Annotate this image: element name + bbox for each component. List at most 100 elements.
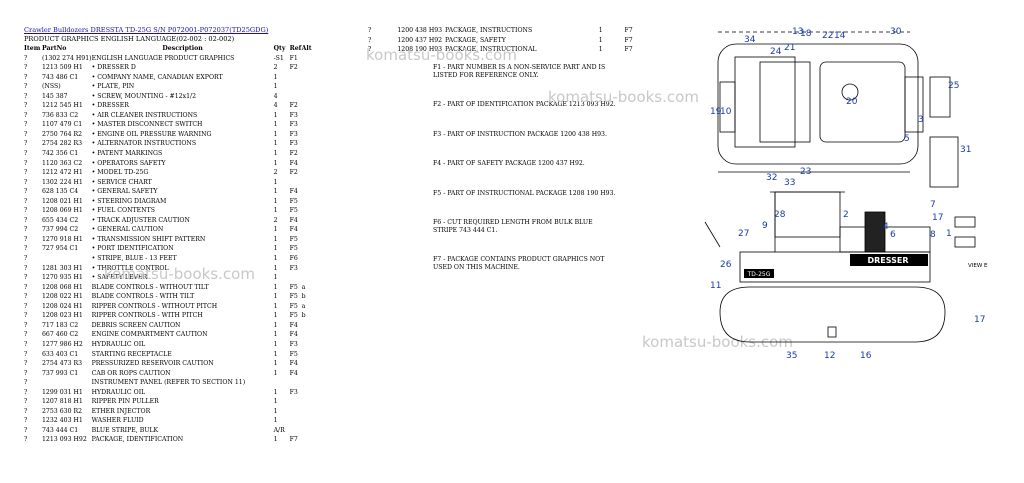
cell-part: 717 183 C2 <box>42 321 79 329</box>
cell-part: 743 486 C1 <box>42 73 79 81</box>
callout-label: 31 <box>960 145 971 155</box>
cell-ref: F3 <box>289 264 298 272</box>
cell-desc: • MODEL TD-25G <box>91 169 149 177</box>
cell-alt <box>302 426 312 436</box>
cell-alt <box>302 435 312 445</box>
cell-qty: 1 <box>273 321 278 329</box>
cell-qty: 1 <box>273 226 278 234</box>
callout-label: 9 <box>762 221 768 231</box>
cell-part: 1208 023 H1 <box>42 312 83 320</box>
parts-table: Item PartNo Description Qty Ref Alt ?(13… <box>24 44 312 445</box>
cell-item: ? <box>368 36 372 44</box>
cell-item: ? <box>24 426 28 434</box>
footnote-f5: F5 - PART OF INSTRUCTIONAL PACKAGE 1208 … <box>433 190 616 197</box>
cell-item: ? <box>24 54 28 62</box>
cell-qty: 1 <box>273 398 278 406</box>
cell-desc: RIPPER PIN PULLER <box>91 398 159 406</box>
cell-alt <box>302 82 312 92</box>
cell-item: ? <box>24 436 28 444</box>
callout-label: 5 <box>904 134 910 144</box>
cell-alt: a <box>301 302 306 310</box>
cell-qty: 1 <box>273 130 278 138</box>
cell-part: 2754 282 R3 <box>42 140 83 148</box>
cell-item: ? <box>24 178 28 186</box>
cell-alt <box>302 187 312 197</box>
cell-qty: 1 <box>273 255 278 263</box>
cell-alt <box>302 178 312 188</box>
cell-desc: CAB OR ROPS CAUTION <box>91 369 171 377</box>
cell-part: 1200 437 H92 <box>397 36 443 44</box>
callout-label: 35 <box>786 351 797 361</box>
cell-alt <box>302 359 312 369</box>
callout-label: 17 <box>932 213 943 223</box>
cell-item: ? <box>24 321 28 329</box>
cell-desc: • PATENT MARKINGS <box>91 150 163 158</box>
callout-label: 2 <box>843 210 849 220</box>
cell-desc: • FUEL CONTENTS <box>91 207 155 215</box>
callout-label: 16 <box>860 351 872 361</box>
document-title-link[interactable]: Crawler Bulldozers DRESSTA TD-25G S/N P0… <box>24 26 269 34</box>
cell-item: ? <box>24 150 28 158</box>
cell-qty: 2 <box>273 64 278 72</box>
cell-ref <box>290 397 302 407</box>
cell-part: 743 444 C1 <box>42 426 79 434</box>
cell-qty: 1 <box>273 83 278 91</box>
cell-alt <box>302 92 312 102</box>
cell-desc: • TRACK ADJUSTER CAUTION <box>91 216 190 224</box>
cell-item: ? <box>24 369 28 377</box>
table-row: ?(1302 274 H91)ENGLISH LANGUAGE PRODUCT … <box>24 54 312 64</box>
callout-label: 21 <box>784 43 795 53</box>
cell-desc: PACKAGE, SAFETY <box>445 36 506 44</box>
cell-item: ? <box>24 283 28 291</box>
cell-desc: ENGLISH LANGUAGE PRODUCT GRAPHICS <box>91 54 235 62</box>
cell-item: ? <box>24 264 28 272</box>
cell-qty: 1 <box>273 159 278 167</box>
cell-qty: 1 <box>273 140 278 148</box>
cell-desc: • GENERAL CAUTION <box>91 226 164 234</box>
cell-qty: 1 <box>273 331 278 339</box>
watermark: komatsu-books.com <box>548 88 699 106</box>
cell-ref <box>290 426 302 436</box>
cell-qty: 1 <box>273 436 278 444</box>
cell-ref <box>290 92 302 102</box>
table-row: ?2750 764 R2• ENGINE OIL PRESSURE WARNIN… <box>24 130 312 140</box>
cell-part: (NSS) <box>42 83 61 91</box>
cell-alt <box>302 63 312 73</box>
callout-label: 34 <box>744 35 756 45</box>
cell-alt <box>302 139 312 149</box>
cell-qty: 1 <box>273 264 278 272</box>
cell-item: ? <box>24 407 28 415</box>
col-qty-header: Qty <box>273 45 286 52</box>
cell-qty: 1 <box>273 302 278 310</box>
model-decal <box>744 269 774 278</box>
footnote-f7: F7 - PACKAGE CONTAINS PRODUCT GRAPHICS N… <box>433 256 605 272</box>
cell-part: 1232 403 H1 <box>42 417 83 425</box>
cell-desc: HYDRAULIC OIL <box>91 388 146 396</box>
callout-label: 24 <box>770 47 782 57</box>
cell-qty: 1 <box>273 388 278 396</box>
callout-label: 33 <box>784 178 795 188</box>
cell-qty: A/R <box>273 426 285 434</box>
cell-item: ? <box>24 159 28 167</box>
cell-item: ? <box>24 130 28 138</box>
cell-desc: • ALTERNATOR INSTRUCTIONS <box>91 140 197 148</box>
cell-qty: 1 <box>273 188 278 196</box>
cell-ref: F6 <box>289 255 298 263</box>
cell-desc: • SCREW, MOUNTING - #12x1/2 <box>91 92 197 100</box>
